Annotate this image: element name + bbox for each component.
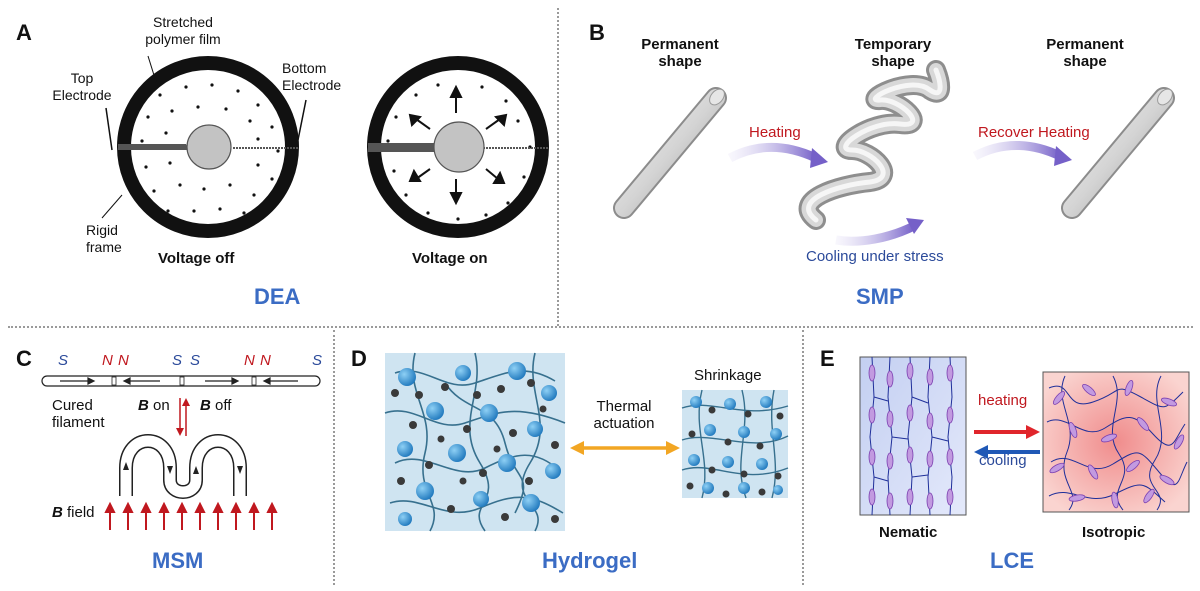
pole-label: S	[172, 352, 183, 369]
pole-label: S	[58, 352, 69, 369]
label-cooling-under-stress: Cooling under stress	[806, 248, 944, 265]
label-b-off-letter: B	[200, 397, 211, 414]
lce-nematic-panel	[859, 356, 967, 516]
panel-letter-a: A	[16, 20, 32, 45]
label-isotropic: Isotropic	[1082, 524, 1146, 541]
label-heating: Heating	[749, 124, 801, 141]
label-rigid-frame: Rigid frame	[86, 222, 122, 255]
label-b-off: B off	[200, 397, 231, 414]
label-thermal-actuation: Thermal actuation	[593, 398, 655, 432]
separator-vertical-bottom-right	[802, 330, 804, 585]
caption-dea: DEA	[254, 284, 301, 309]
panel-letter-b: B	[589, 20, 605, 45]
pole-label: S	[312, 352, 323, 369]
label-voltage-off: Voltage off	[158, 250, 235, 267]
label-permanent-shape-right: Permanent shape	[1046, 36, 1124, 70]
pole-label: N	[118, 352, 129, 369]
label-b-field-text: field	[62, 504, 95, 521]
caption-smp: SMP	[856, 284, 904, 309]
separator-vertical-top	[557, 8, 559, 326]
pole-label: N	[102, 352, 113, 369]
label-voltage-on: Voltage on	[412, 250, 488, 267]
thermal-actuation-arrow	[570, 441, 680, 455]
label-b-on-letter: B	[138, 397, 149, 414]
label-b-off-text: off	[210, 397, 232, 414]
caption-lce: LCE	[990, 548, 1034, 573]
smp-diagram	[613, 60, 1175, 246]
label-bottom-electrode: Bottom Electrode	[282, 60, 342, 93]
hydrogel-shrunk-network	[681, 389, 789, 499]
dea-voltage-on-diagram	[367, 56, 549, 238]
separator-vertical-bottom-left	[333, 330, 335, 585]
lce-isotropic-panel	[1042, 371, 1190, 513]
label-nematic: Nematic	[879, 524, 938, 541]
hydrogel-swollen-network	[384, 352, 566, 532]
separator-horizontal	[8, 326, 1193, 328]
panel-letter-d: D	[351, 346, 367, 371]
label-permanent-shape-left: Permanent shape	[641, 36, 719, 70]
label-temporary-shape: Temporary shape	[854, 36, 932, 70]
label-recover-heating: Recover Heating	[978, 124, 1090, 141]
caption-msm: MSM	[152, 548, 204, 573]
pole-label: S	[190, 352, 201, 369]
label-lce-cooling: cooling	[979, 452, 1027, 469]
label-b-on: B on	[138, 397, 170, 414]
msm-diagram	[41, 375, 321, 530]
label-top-electrode: Top Electrode	[52, 70, 112, 103]
caption-hydrogel: Hydrogel	[542, 548, 638, 573]
lce-transition-arrows	[974, 425, 1040, 459]
panel-letter-c: C	[16, 346, 32, 371]
label-lce-heating: heating	[978, 392, 1028, 409]
pole-label: N	[244, 352, 255, 369]
panel-letter-e: E	[820, 346, 835, 371]
label-b-on-text: on	[148, 397, 170, 414]
label-b-field-letter: B	[52, 504, 63, 521]
label-b-field: B field	[52, 504, 95, 521]
dea-label-leaders	[101, 55, 307, 219]
label-shrinkage: Shrinkage	[694, 367, 762, 384]
label-cured-filament: Cured filament	[52, 397, 105, 431]
pole-label: N	[260, 352, 271, 369]
dea-voltage-off-diagram	[117, 56, 299, 238]
label-stretched-polymer-film: Stretched polymer film	[145, 14, 221, 47]
